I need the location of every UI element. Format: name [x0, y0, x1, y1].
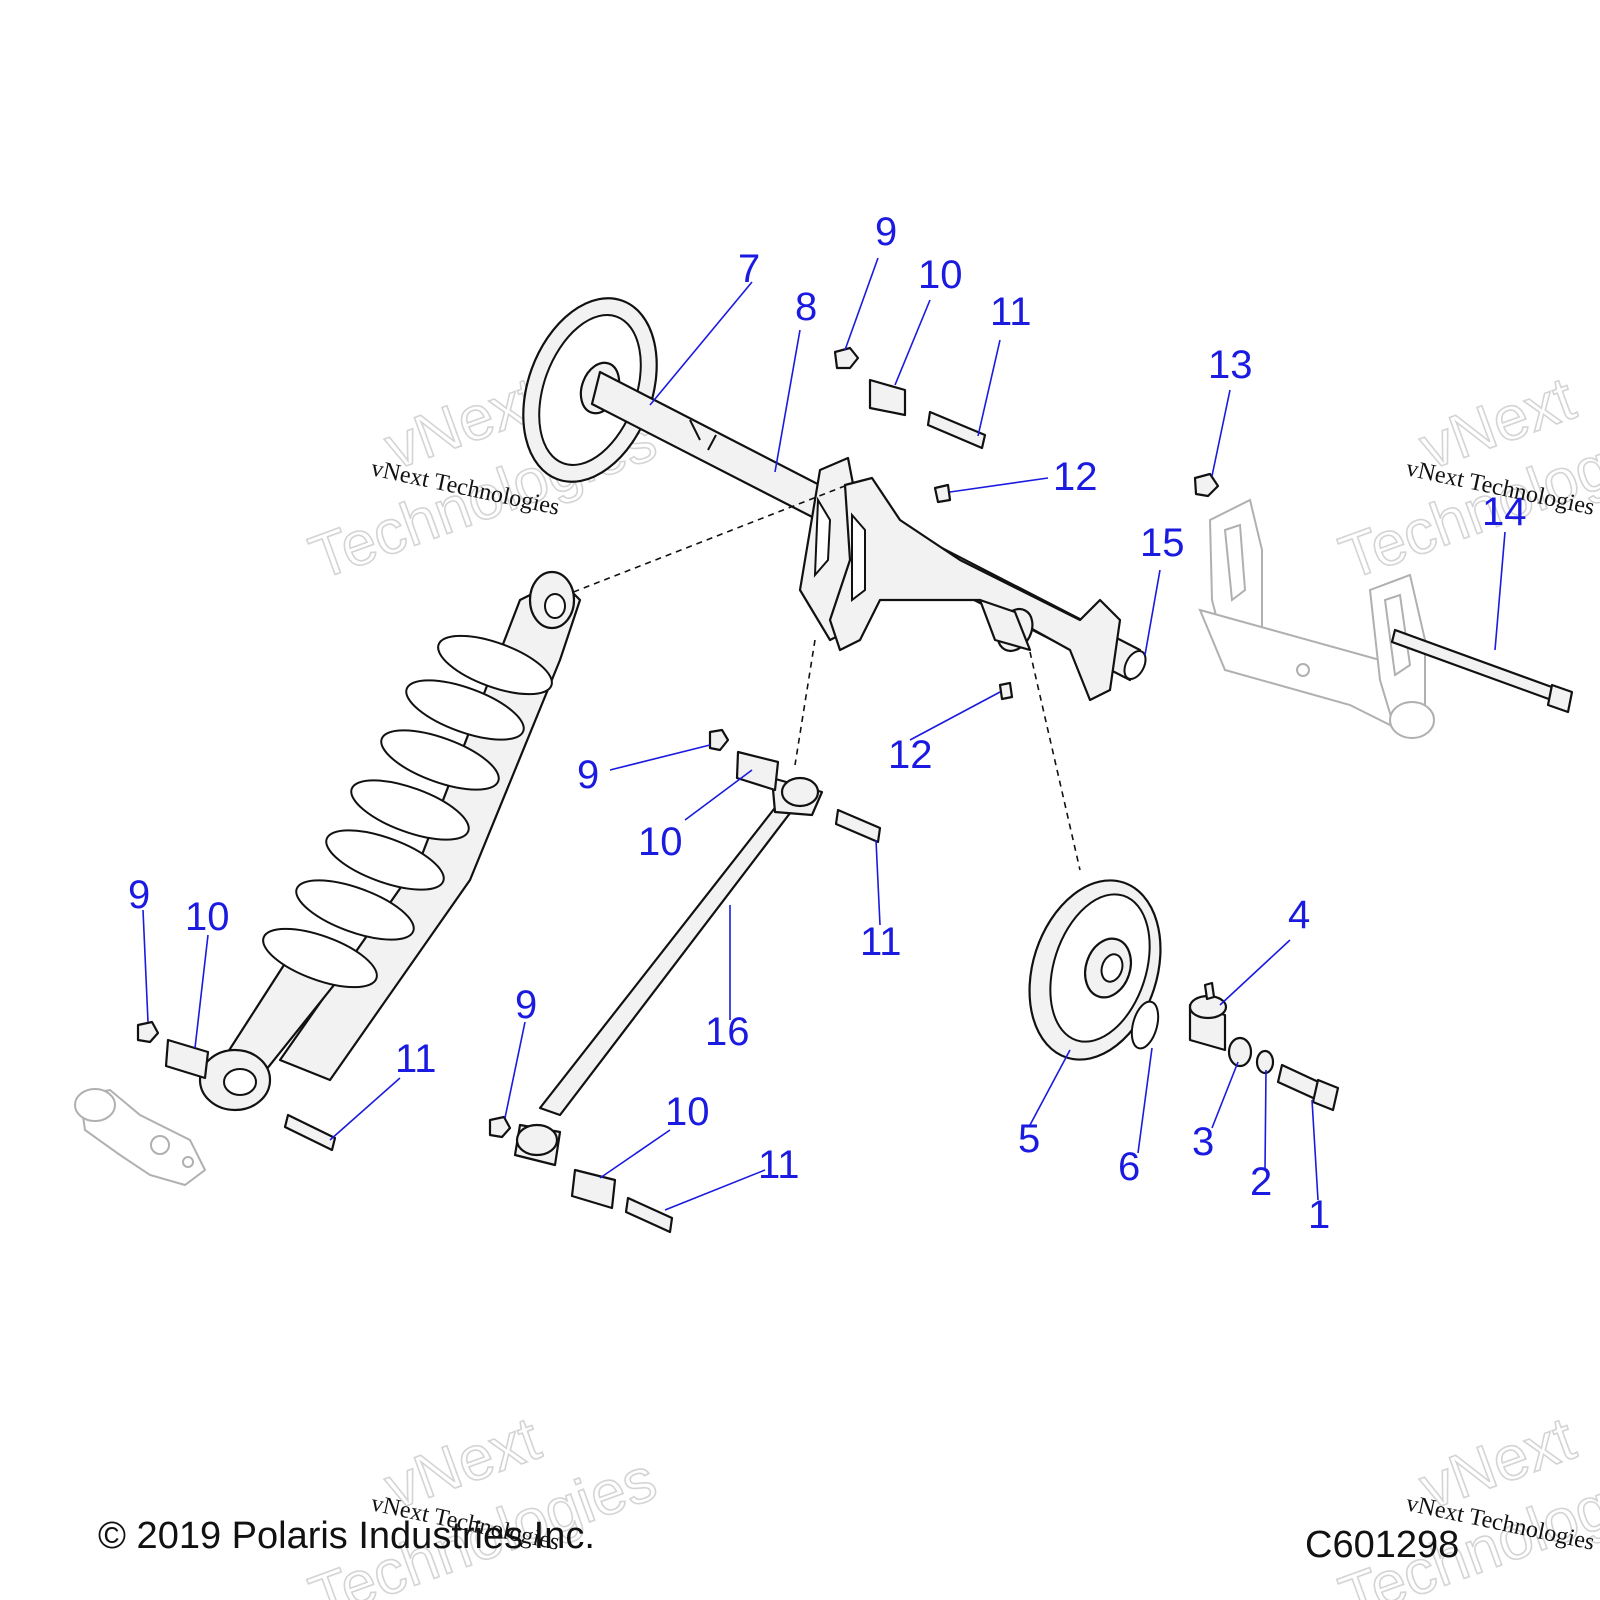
callout-13[interactable]: 13: [1208, 343, 1253, 387]
nut-icon[interactable]: [1193, 472, 1220, 498]
callout-2[interactable]: 2: [1250, 1160, 1272, 1204]
washer-2[interactable]: [1255, 1049, 1275, 1075]
o-ring-6[interactable]: [1127, 999, 1163, 1052]
callout-16[interactable]: 16: [705, 1010, 750, 1054]
callout-10[interactable]: 10: [918, 253, 963, 297]
nut-icon[interactable]: [136, 1020, 160, 1044]
grease-fitting-icon[interactable]: [998, 681, 1014, 701]
link-arm-16[interactable]: [513, 776, 824, 1167]
callout-9[interactable]: 9: [128, 873, 150, 917]
watermark-bottom-left: vNext Technologies vNext Technologies: [300, 1403, 665, 1600]
callout-5[interactable]: 5: [1018, 1117, 1040, 1161]
alignment-lines: [552, 481, 1081, 871]
callout-12[interactable]: 12: [1053, 455, 1098, 499]
watermark-top-right: vNext Technologies vNext Technologies: [1330, 363, 1600, 594]
callout-10[interactable]: 10: [185, 895, 230, 939]
callout-6[interactable]: 6: [1118, 1145, 1140, 1189]
bushing-icon[interactable]: [570, 1168, 617, 1210]
callout-10[interactable]: 10: [665, 1090, 710, 1134]
bushing-icon[interactable]: [868, 378, 907, 417]
nut-icon[interactable]: [708, 728, 730, 752]
callout-11[interactable]: 11: [758, 1143, 800, 1187]
bolt-icon[interactable]: [624, 1196, 674, 1234]
callout-7[interactable]: 7: [738, 247, 760, 291]
callout-9[interactable]: 9: [875, 210, 897, 254]
set-screw-icon: [1203, 981, 1216, 1001]
callout-11[interactable]: 11: [395, 1037, 437, 1081]
callout-4[interactable]: 4: [1288, 893, 1310, 937]
callout-9[interactable]: 9: [515, 983, 537, 1027]
bolt-icon[interactable]: [283, 1113, 337, 1152]
idler-wheel-7[interactable]: [499, 280, 681, 501]
diagram-code: C601298: [1305, 1524, 1459, 1566]
callout-14[interactable]: 14: [1482, 490, 1527, 534]
pivot-arm-assembly[interactable]: [798, 456, 1122, 702]
callout-11[interactable]: 11: [860, 920, 902, 964]
ghost-frame-bracket: [1198, 498, 1435, 739]
callout-10[interactable]: 10: [638, 820, 683, 864]
watermark-bottom-right: vNext Technologies vNext Technologies: [1330, 1403, 1600, 1600]
bolt-icon[interactable]: [926, 410, 987, 450]
hub-hardware: [1127, 981, 1340, 1112]
bushing-icon[interactable]: [735, 750, 780, 792]
callout-1[interactable]: 1: [1308, 1193, 1330, 1237]
shock-absorber[interactable]: [198, 570, 582, 1112]
leader-lines: [142, 257, 1506, 1211]
wheel-5[interactable]: [1008, 863, 1183, 1076]
coil-spring: [262, 634, 553, 989]
ghost-mount-bottom-left: [74, 1088, 207, 1187]
bushing-icon[interactable]: [164, 1038, 210, 1080]
bolt-head-icon: [1311, 1078, 1340, 1112]
nut-icon[interactable]: [833, 346, 860, 370]
callout-8[interactable]: 8: [795, 285, 817, 329]
callout-3[interactable]: 3: [1192, 1120, 1214, 1164]
hardware: [136, 346, 1574, 1234]
nut-icon[interactable]: [488, 1115, 512, 1139]
callout-15[interactable]: 15: [1140, 521, 1185, 565]
callouts: 7 8 9 10 11 12 13 15 14 12 9 10 11 16 9 …: [128, 210, 1527, 1237]
bolt-head-icon[interactable]: [1546, 683, 1574, 714]
washer-3[interactable]: [1227, 1036, 1253, 1068]
callout-12[interactable]: 12: [888, 733, 933, 777]
bolt-icon[interactable]: [834, 808, 882, 844]
callout-9[interactable]: 9: [577, 753, 599, 797]
callout-11[interactable]: 11: [990, 290, 1032, 334]
copyright-notice: © 2019 Polaris Industries Inc.: [98, 1515, 595, 1557]
grease-fitting-icon[interactable]: [933, 483, 952, 504]
